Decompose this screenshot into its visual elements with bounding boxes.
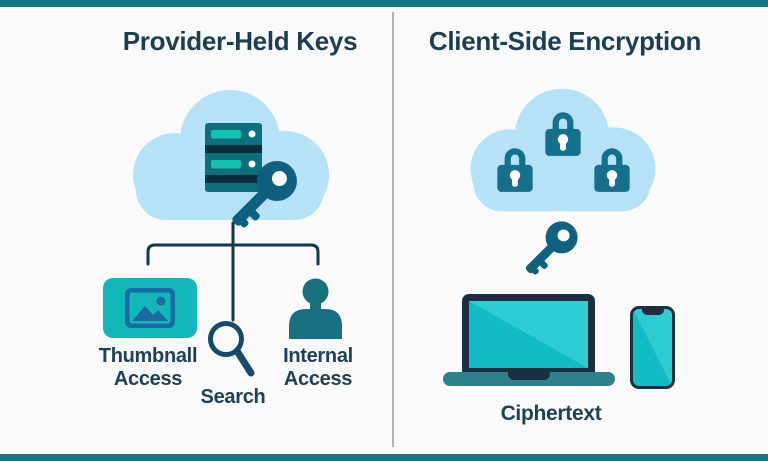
- laptop-base: [443, 372, 615, 386]
- cloud-icon: [133, 90, 329, 220]
- laptop-display: [469, 301, 588, 368]
- panel-divider: [392, 12, 394, 447]
- lock-icon: [497, 148, 533, 192]
- thumbnail-tile: [103, 278, 197, 338]
- internal-access-label: Internal Access: [248, 345, 388, 391]
- right-panel-title: Client-Side Encryption: [428, 26, 702, 56]
- left-panel-title: Provider-Held Keys: [122, 26, 358, 56]
- phone-display: [633, 309, 672, 386]
- internal-access-label-line2: Access: [283, 368, 353, 390]
- key-icon: [232, 161, 297, 228]
- key-icon: [525, 221, 578, 275]
- lock-icon: [594, 148, 630, 192]
- laptop-screen: [462, 294, 595, 374]
- cloud-icon: [470, 88, 656, 212]
- ciphertext-label: Ciphertext: [500, 402, 602, 425]
- laptop-hinge-notch: [508, 372, 550, 380]
- thumbnail-access-label: Thumbnall Access: [78, 345, 218, 391]
- server-icon: [205, 123, 262, 192]
- thumbnail-access-label-line2: Access: [113, 368, 183, 390]
- person-icon: [289, 278, 342, 339]
- phone-icon: [630, 306, 675, 389]
- internal-access-label-line1: Internal: [283, 345, 353, 367]
- phone-notch: [641, 309, 664, 315]
- top-border-bar: [0, 0, 768, 7]
- bottom-border-bar: [0, 454, 768, 461]
- search-label: Search: [200, 386, 266, 408]
- lock-icon: [545, 112, 581, 156]
- thumbnail-access-label-line1: Thumbnall: [98, 345, 198, 367]
